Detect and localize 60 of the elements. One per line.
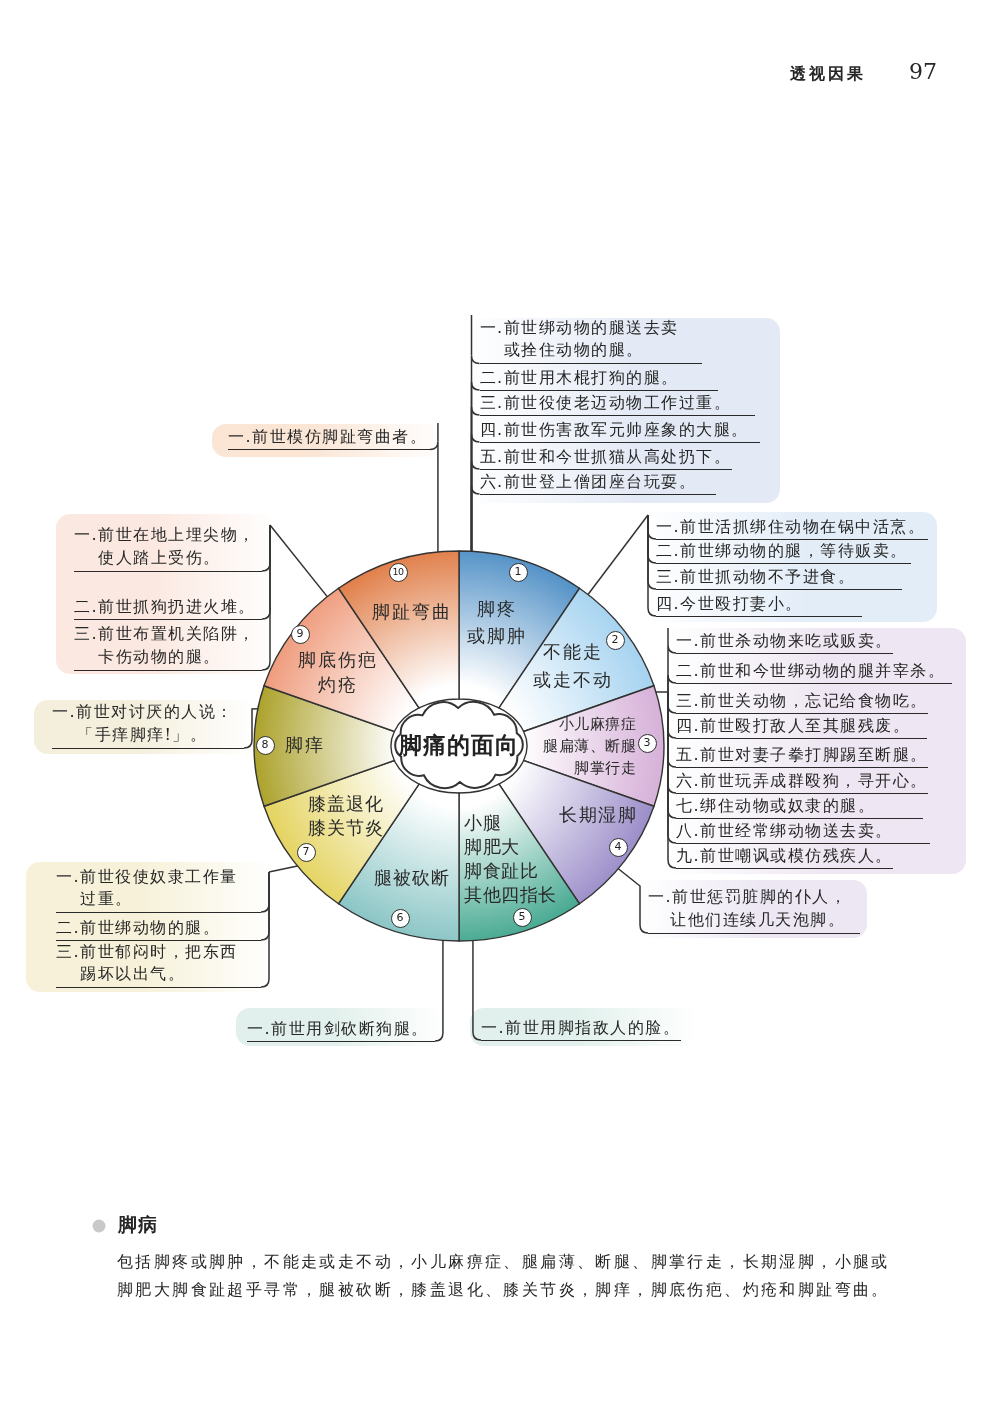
branch-line [470, 485, 481, 553]
cause-note: 三.前世役使老迈动物工作过重。 [479, 392, 755, 416]
cause-note: 一.前世在地上埋尖物，使人踏上受伤。 [74, 522, 262, 572]
segment-label: 长期湿脚 [559, 803, 637, 827]
cause-note: 二.前世用木棍打狗的腿。 [479, 367, 718, 391]
cause-note: 一.前世绑动物的腿送去卖或拴住动物的腿。 [479, 317, 702, 365]
cause-note: 五.前世对妻子拳打脚踢至断腿。 [676, 744, 928, 768]
cloud-label: 脚痛的面向 [399, 729, 519, 760]
wheel-segment [337, 550, 460, 709]
cause-note: 二.前世和今世绑动物的腿并宰杀。 [676, 660, 952, 684]
branch-line [268, 865, 299, 873]
cause-note: 一.前世活抓绑住动物在锅中活烹。 [656, 516, 928, 540]
segment-label: 脚痒 [285, 733, 325, 757]
cause-note: 一.前世用剑砍断狗腿。 [247, 1018, 435, 1042]
segment-label: 脚底伤疤灼疮 [298, 648, 378, 697]
cause-note: 三.前世抓动物不予进食。 [656, 566, 902, 590]
cause-note: 一.前世模仿脚趾弯曲者。 [228, 427, 430, 451]
cause-note: 六.前世玩弄成群殴狗，寻开心。 [676, 770, 928, 794]
cause-note: 二.前世抓狗扔进火堆。 [74, 596, 262, 620]
segment-label: 小儿麻痹症腿扁薄、断腿脚掌行走 [543, 714, 636, 779]
branch-line [260, 871, 270, 988]
branch-line [269, 524, 328, 598]
branch-line [587, 514, 649, 596]
cause-note: 四.前世伤害敌军元帅座象的大腿。 [479, 419, 760, 443]
cause-note: 三.前世关动物，忘记给食物吃。 [676, 690, 928, 714]
cause-note: 八.前世经常绑动物送去卖。 [676, 820, 930, 844]
cause-note: 三.前世布置机关陷阱，卡伤动物的腿。 [74, 621, 262, 671]
section-heading: 脚病 [118, 1212, 158, 1237]
cause-note: 一.前世对讨厌的人说：「手痒脚痒!」。 [52, 699, 244, 749]
branch-line [647, 514, 657, 617]
cause-note: 二.前世绑动物的腿。 [56, 917, 261, 941]
branch-line [667, 674, 677, 693]
cause-note: 九.前世嘲讽或模仿残疾人。 [676, 845, 893, 869]
page-number: 97 [909, 59, 937, 84]
branch-line [429, 440, 439, 553]
segment-label: 脚疼或脚肿 [467, 597, 527, 648]
segment-label: 脚趾弯曲 [372, 600, 452, 624]
cause-note: 四.今世殴打妻小。 [656, 593, 862, 617]
cause-note: 一.前世用脚指敌人的脸。 [481, 1017, 681, 1041]
branch-line [472, 939, 482, 1041]
cause-note: 四.前世殴打敌人至其腿残废。 [676, 715, 927, 739]
body-paragraph: 包括脚疼或脚肿，不能走或走不动，小儿麻痹症、腿扁薄、断腿、脚掌行走，长期湿脚，小腿或脚肥大脚食趾超乎寻常，腿被砍断，膝盖退化、膝关节炎，脚痒，脚底伤疤、灼疮和脚趾弯曲。 [117, 1251, 890, 1301]
cause-note: 七.绑住动物或奴隶的腿。 [676, 795, 923, 819]
wheel-segment [458, 783, 581, 942]
cause-note: 一.前世役使奴隶工作量过重。 [56, 865, 261, 913]
cause-note: 一.前世杀动物来吃或贩卖。 [676, 630, 893, 654]
cause-note: 三.前世郁闷时，把东西踢坏以出气。 [56, 940, 261, 988]
segment-label: 腿被砍断 [374, 866, 450, 890]
branch-line [261, 524, 271, 671]
cause-note: 六.前世登上僧团座台玩耍。 [479, 471, 716, 495]
segment-label: 膝盖退化膝关节炎 [308, 792, 384, 840]
cause-note: 五.前世和今世抓猫从高处扔下。 [479, 446, 732, 470]
branch-line [434, 939, 444, 1042]
branch-line [243, 708, 259, 749]
running-header: 透视因果 [790, 64, 866, 85]
cause-note: 一.前世惩罚脏脚的仆人，让他们连续几天泡脚。 [648, 884, 860, 934]
cause-note: 二.前世绑动物的腿，等待贩卖。 [656, 540, 911, 564]
segment-label: 小腿脚肥大脚食趾比其他四指长 [464, 811, 557, 907]
branch-line [655, 691, 669, 693]
branch-line [617, 867, 649, 934]
